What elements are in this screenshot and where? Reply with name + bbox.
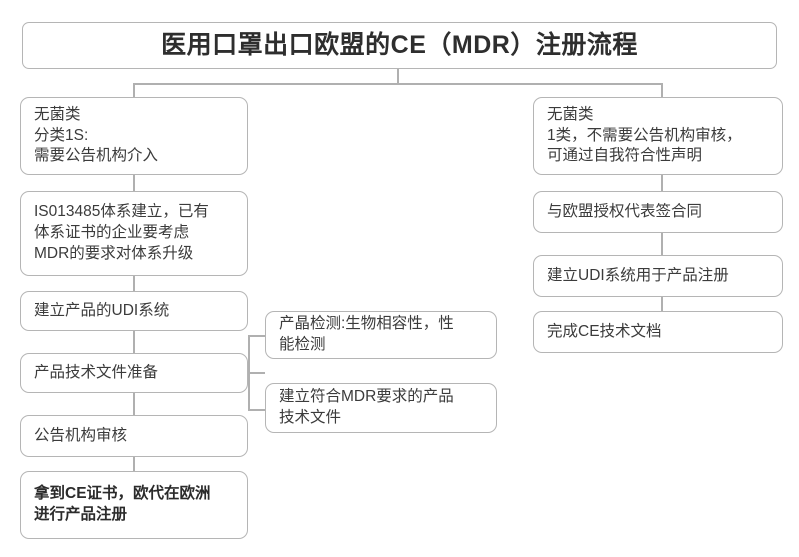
node-right-4-label: 完成CE技术文档 — [547, 322, 662, 340]
node-left-6: 拿到CE证书，欧代在欧洲 进行产品注册 — [20, 471, 248, 539]
connector-left-2-3 — [133, 276, 135, 291]
connector-branch-stem — [248, 372, 265, 374]
node-left-6-label: 拿到CE证书，欧代在欧洲 进行产品注册 — [34, 485, 211, 523]
node-right-3-label: 建立UDI系统用于产品注册 — [547, 266, 729, 284]
node-left-4-label: 产品技术文件准备 — [34, 363, 159, 381]
node-right-1: 无菌类 1类，不需要公告机构审核， 可通过自我符合性声明 — [533, 97, 783, 175]
node-right-2-label: 与欧盟授权代表签合同 — [547, 202, 703, 220]
connector-split-bar — [133, 83, 662, 85]
node-left-1: 无菌类 分类1S: 需要公告机构介入 — [20, 97, 248, 175]
node-right-3: 建立UDI系统用于产品注册 — [533, 255, 783, 297]
node-middle-1-label: 产晶检测:生物相容性，性 能检测 — [279, 315, 454, 353]
node-left-1-label: 无菌类 分类1S: 需要公告机构介入 — [34, 105, 159, 165]
node-left-2-label: IS013485体系建立，已有 体系证书的企业要考虑 MDR的要求对体系升级 — [34, 203, 209, 262]
node-left-3-label: 建立产品的UDI系统 — [34, 301, 170, 319]
node-left-5: 公告机构审核 — [20, 415, 248, 457]
connector-title-stem — [397, 69, 399, 84]
node-middle-2: 建立符合MDR要求的产品 技术文件 — [265, 383, 497, 433]
connector-split-left-drop — [133, 83, 135, 98]
node-right-1-label: 无菌类 1类，不需要公告机构审核， 可通过自我符合性声明 — [547, 105, 742, 165]
node-left-4: 产品技术文件准备 — [20, 353, 248, 393]
connector-branch-to-mid-1 — [248, 335, 266, 337]
node-left-3: 建立产品的UDI系统 — [20, 291, 248, 331]
connector-branch-spine — [248, 335, 250, 410]
connector-left-5-6 — [133, 457, 135, 471]
node-right-4: 完成CE技术文档 — [533, 311, 783, 353]
connector-left-4-5 — [133, 393, 135, 415]
node-left-5-label: 公告机构审核 — [34, 426, 128, 444]
node-middle-1: 产晶检测:生物相容性，性 能检测 — [265, 311, 497, 359]
connector-left-1-2 — [133, 175, 135, 191]
connector-left-3-4 — [133, 331, 135, 353]
connector-branch-to-mid-2 — [248, 409, 266, 411]
connector-right-1-2 — [661, 175, 663, 191]
node-left-2: IS013485体系建立，已有 体系证书的企业要考虑 MDR的要求对体系升级 — [20, 191, 248, 276]
node-middle-2-label: 建立符合MDR要求的产品 技术文件 — [279, 388, 454, 426]
connector-right-2-3 — [661, 233, 663, 255]
page-title: 医用口罩出口欧盟的CE（MDR）注册流程 — [161, 30, 638, 59]
connector-right-3-4 — [661, 297, 663, 311]
node-right-2: 与欧盟授权代表签合同 — [533, 191, 783, 233]
flowchart-title-box: 医用口罩出口欧盟的CE（MDR）注册流程 — [22, 22, 777, 69]
connector-split-right-drop — [661, 83, 663, 98]
